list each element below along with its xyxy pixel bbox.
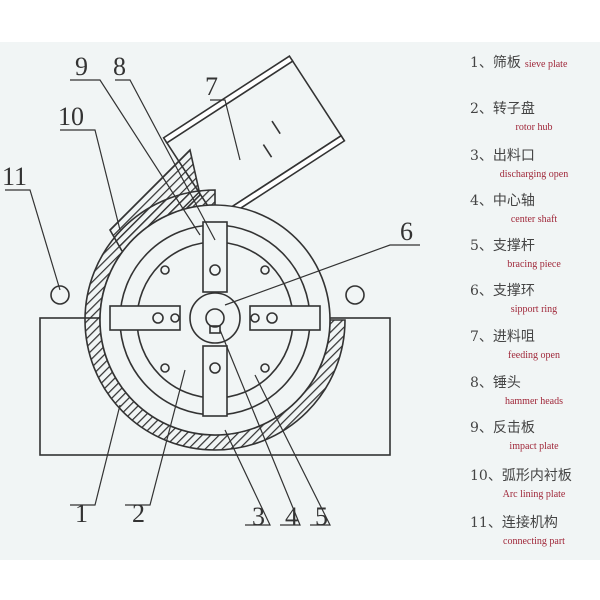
legend-item: 8、锤头 hammer heads: [470, 372, 598, 407]
legend-num: 4、: [470, 193, 493, 209]
legend-num: 3、: [470, 148, 493, 164]
legend-num: 7、: [470, 329, 493, 345]
legend-en: feeding open: [508, 350, 560, 361]
legend-zh: 反击板: [492, 420, 535, 436]
legend-zh: 转子盘: [492, 101, 535, 117]
legend-num: 2、: [470, 101, 493, 117]
legend-en: connecting part: [503, 536, 565, 547]
legend-zh: 连接机构: [501, 515, 558, 531]
callout-5: 5: [315, 502, 328, 531]
legend-num: 6、: [470, 283, 493, 299]
callout-3: 3: [252, 502, 265, 531]
legend-zh: 弧形内衬板: [501, 468, 572, 484]
callout-11: 11: [2, 162, 27, 191]
feed-chute: [162, 55, 346, 224]
legend-en: center shaft: [510, 214, 558, 225]
legend-en: rotor hub: [515, 122, 553, 133]
callout-4: 4: [285, 502, 298, 531]
legend-en: discharging open: [499, 169, 569, 180]
legend-num: 8、: [470, 375, 493, 391]
callout-9: 9: [75, 52, 88, 81]
legend-num: 9、: [470, 420, 493, 436]
legend-zh: 进料咀: [492, 329, 535, 345]
legend-item: 6、支撑环 sipport ring: [470, 280, 598, 315]
callout-2: 2: [132, 499, 145, 528]
legend-item: 7、进料咀 feeding open: [470, 326, 598, 361]
leader-lines: [5, 79, 420, 526]
legend-en: impact plate: [509, 441, 559, 452]
legend-zh: 出料口: [492, 148, 535, 164]
bracing-pieces: [160, 265, 270, 373]
legend-num: 10、: [470, 468, 502, 484]
legend-en: Arc lining plate: [502, 489, 566, 500]
legend-zh: 支撑杆: [492, 238, 535, 254]
legend-zh: 支撑环: [492, 283, 535, 299]
legend-item: 9、反击板 impact plate: [470, 417, 598, 452]
legend-item: 4、中心轴 center shaft: [470, 190, 598, 225]
legend-zh: 锤头: [492, 375, 521, 391]
hammer-heads: [109, 221, 321, 417]
legend-num: 11、: [470, 515, 502, 531]
legend-zh: 中心轴: [492, 193, 535, 209]
sieve-plate: [99, 204, 331, 436]
legend-num: 5、: [470, 238, 493, 254]
legend-item: 10、弧形内衬板 Arc lining plate: [470, 465, 598, 500]
center-shaft: [205, 308, 225, 328]
callout-7: 7: [205, 72, 218, 101]
legend-item: 3、出料口 discharging open: [470, 145, 598, 180]
legend-en: bracing piece: [507, 259, 561, 270]
legend-en: hammer heads: [504, 396, 564, 407]
callout-8: 8: [113, 52, 126, 81]
callout-10: 10: [58, 102, 84, 131]
legend-item: 11、连接机构 connecting part: [470, 512, 598, 547]
callout-numbers: 9 8 7 10 11 6 1 2 3 4 5: [2, 52, 413, 531]
connecting-part: [50, 285, 70, 305]
legend-zh: 筛板: [492, 55, 521, 71]
legend-en: sipport ring: [510, 304, 558, 315]
callout-1: 1: [75, 499, 88, 528]
legend-item: 2、转子盘 rotor hub: [470, 98, 598, 133]
rotor-hub: [189, 292, 241, 344]
legend-en: sieve plate: [524, 59, 568, 70]
legend-num: 1、: [470, 55, 493, 71]
callout-6: 6: [400, 217, 413, 246]
legend-item: 5、支撑杆 bracing piece: [470, 235, 598, 270]
